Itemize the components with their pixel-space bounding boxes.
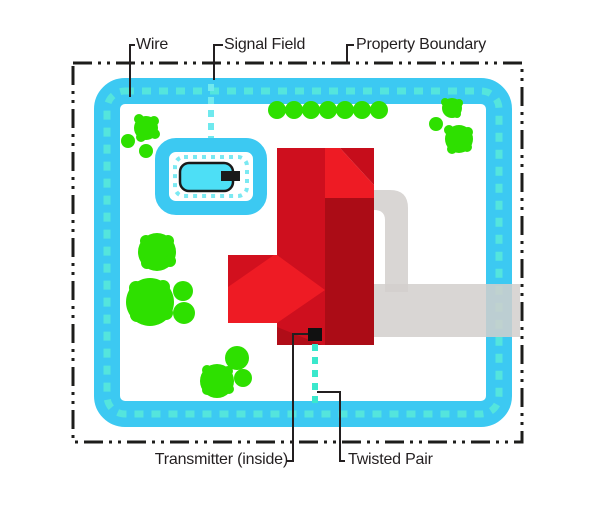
twisted-pair-leader	[317, 391, 345, 462]
house-wing-facet	[228, 255, 274, 287]
signal-field-dashes	[103, 87, 503, 418]
transmitter	[308, 328, 322, 341]
transmitter-leader	[286, 333, 308, 462]
diving-board	[221, 171, 240, 181]
tree	[444, 125, 473, 154]
tree	[234, 369, 252, 387]
tree	[173, 302, 195, 324]
pool	[178, 161, 240, 193]
house-roof-right-facet	[325, 198, 374, 345]
property-boundary	[71, 61, 524, 444]
driveway-slab	[374, 284, 520, 337]
house-wing-gable	[228, 255, 325, 323]
signal-field-label: Signal Field	[224, 36, 306, 53]
tree	[200, 364, 234, 398]
house	[228, 148, 374, 345]
house-roof-hip-bright	[325, 148, 374, 198]
property-boundary-leader	[346, 44, 354, 64]
hedge-row	[268, 101, 388, 119]
tree	[173, 281, 193, 301]
wire-label: Wire	[136, 36, 169, 53]
tree	[138, 233, 176, 271]
tree	[225, 346, 249, 370]
transmitter-label: Transmitter (inside)	[154, 451, 288, 468]
trees	[121, 98, 473, 398]
pool-wire-loop	[155, 138, 267, 215]
pool-signal-dashes	[173, 155, 249, 198]
property-boundary-label: Property Boundary	[356, 36, 487, 53]
tree	[126, 278, 174, 326]
house-roof-hip-medium	[340, 148, 374, 185]
walkway-path	[374, 190, 408, 292]
tree	[121, 134, 135, 148]
wire-leader	[129, 44, 135, 97]
tree	[139, 144, 153, 158]
signal-field-leader	[213, 44, 223, 80]
twisted-pair-label: Twisted Pair	[348, 451, 433, 468]
tree	[429, 117, 443, 131]
leader-lines	[129, 44, 354, 462]
tree	[134, 114, 160, 142]
driveway	[374, 190, 520, 337]
tree	[441, 98, 463, 118]
